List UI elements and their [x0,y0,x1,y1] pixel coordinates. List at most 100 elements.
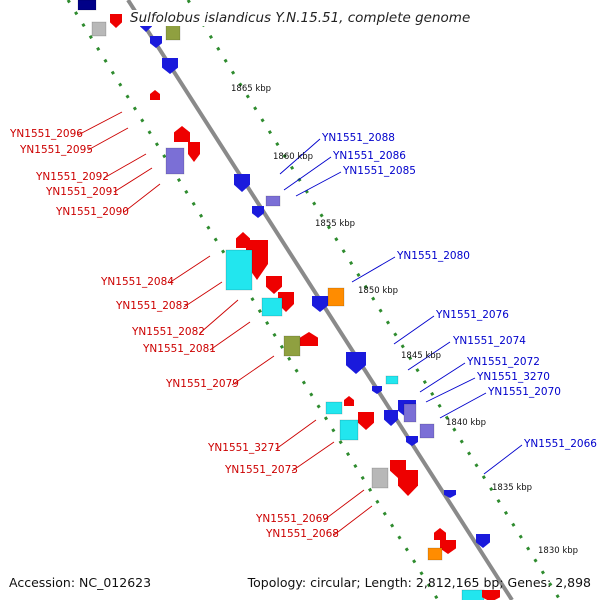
strand-tracks [66,0,562,601]
scale-label-1840: 1840 kbp [446,418,487,428]
leader-line [209,321,251,351]
leader-line [113,167,153,193]
gene-arrow [110,14,122,28]
leader-line [279,138,321,175]
gene-arrow [384,410,398,426]
scale-label-1865: 1865 kbp [231,84,272,94]
gene-arrow [150,36,162,48]
gene-label[interactable]: YN1551_2080 [397,250,470,262]
gene-label[interactable]: YN1551_2076 [436,309,509,321]
topology-text: Topology: circular; Length: 2,812,165 bp… [247,575,591,590]
gene-arrow [444,490,456,498]
gene-label[interactable]: YN1551_2079 [166,378,239,390]
gene-label[interactable]: YN1551_2072 [467,356,540,368]
leader-line [419,362,466,393]
gene-label[interactable]: YN1551_2086 [333,150,406,162]
gene-block [77,0,97,11]
leader-line [323,489,365,521]
gene-label[interactable]: YN1551_3271 [208,442,281,454]
gene-arrow [344,396,354,406]
gene-arrow [440,540,456,554]
gene-block [325,401,343,415]
gene-label[interactable]: YN1551_2088 [322,132,395,144]
gene-arrow [162,58,178,74]
plus-strand-track [186,0,562,601]
gene-arrow [174,126,190,142]
gene-block [265,195,281,207]
gene-arrow [150,90,160,100]
scale-label-1835: 1835 kbp [492,483,533,493]
accession-text: Accession: NC_012623 [9,575,152,590]
gene-block [385,375,399,385]
gene-block [165,147,185,175]
leader-line [123,183,161,213]
gene-block [91,21,107,37]
gene-features [77,0,500,603]
gene-arrow [188,142,200,162]
leader-line [275,419,317,450]
leader-line [231,355,275,386]
gene-label[interactable]: YN1551_2068 [266,528,339,540]
gene-label[interactable]: YN1551_2083 [116,300,189,312]
gene-block [339,419,359,441]
scale-label-1830: 1830 kbp [538,546,579,556]
leader-line [168,255,211,284]
gene-label[interactable]: YN1551_2095 [20,144,93,156]
gene-arrow [234,174,250,192]
leader-line [333,505,373,536]
gene-block [461,589,485,603]
leader-line [77,111,123,136]
gene-block [261,297,283,317]
leader-line [425,377,476,403]
gene-label[interactable]: YN1551_2073 [225,464,298,476]
gene-arrow [398,470,418,496]
gene-label[interactable]: YN1551_2082 [132,326,205,338]
gene-block [427,547,443,561]
leader-line [351,256,396,283]
gene-label[interactable]: YN1551_2092 [36,171,109,183]
gene-arrow [300,332,318,346]
gene-label[interactable]: YN1551_2066 [524,438,597,450]
gene-arrow [266,276,282,294]
label-leader-lines [77,111,523,536]
gene-arrow [252,206,264,218]
leader-line [103,153,147,179]
gene-arrow [406,436,418,446]
leader-line [483,444,523,475]
gene-block [371,467,389,489]
gene-label[interactable]: YN1551_2070 [488,386,561,398]
gene-arrow [358,412,374,430]
gene-label[interactable]: YN1551_2084 [101,276,174,288]
gene-block [403,403,417,423]
gene-label[interactable]: YN1551_2069 [256,513,329,525]
gene-arrow [434,528,446,540]
scale-label-1850: 1850 kbp [358,286,399,296]
gene-block [225,249,253,291]
leader-line [199,299,239,334]
leader-line [439,392,487,419]
gene-block [283,335,301,357]
gene-label[interactable]: YN1551_3270 [477,371,550,383]
gene-arrow [372,386,382,394]
gene-label[interactable]: YN1551_2074 [453,335,526,347]
gene-label[interactable]: YN1551_2090 [56,206,129,218]
gene-arrow [482,590,500,602]
leader-line [407,341,451,371]
gene-arrow [476,534,490,548]
scale-label-1845: 1845 kbp [401,351,442,361]
gene-label[interactable]: YN1551_2091 [46,186,119,198]
leader-line [393,315,435,345]
leader-line [283,156,332,191]
leader-line [183,281,223,308]
gene-label[interactable]: YN1551_2081 [143,343,216,355]
gene-block [419,423,435,439]
gene-label[interactable]: YN1551_2085 [343,165,416,177]
scale-label-1860: 1860 kbp [273,152,314,162]
minus-strand-track [66,0,440,601]
leader-line [291,441,335,472]
leader-line [87,127,129,151]
gene-block [327,287,345,307]
gene-label[interactable]: YN1551_2096 [10,128,83,140]
